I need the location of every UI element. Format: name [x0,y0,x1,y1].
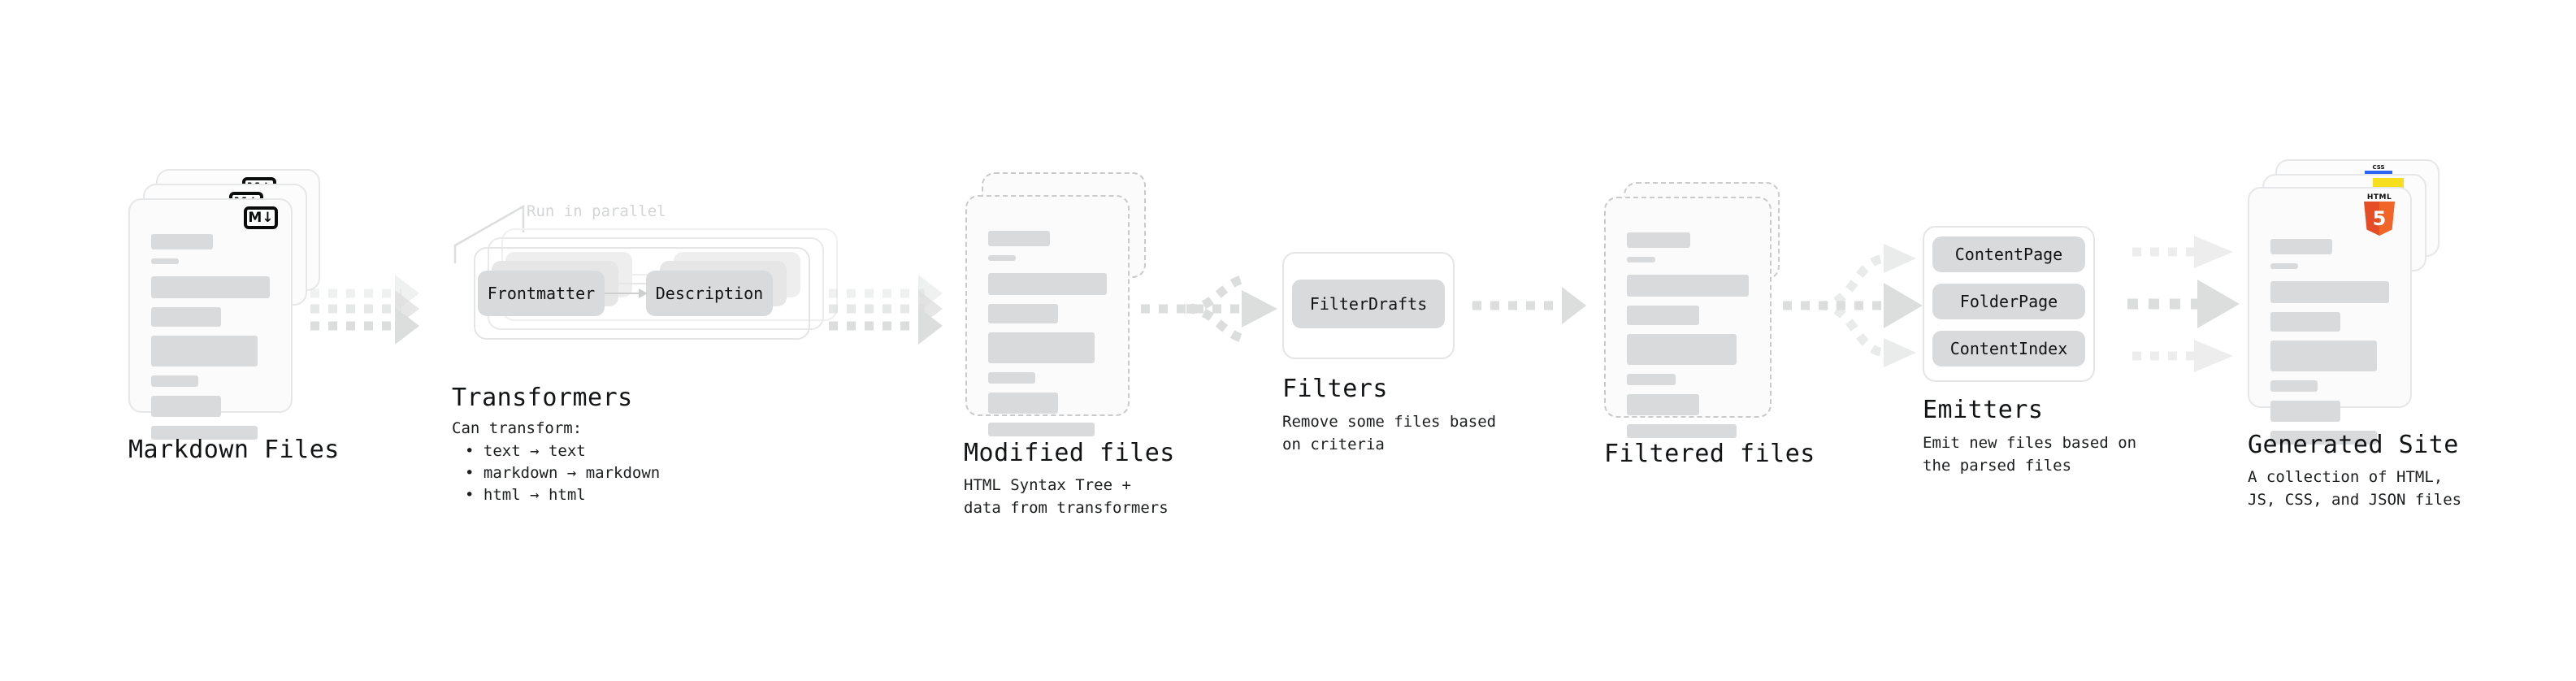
emitters-pill-contentindex[interactable]: ContentIndex [1932,331,2085,367]
filters-box [1282,252,1455,359]
emitters-desc: Emit new files based on the parsed files [1923,434,2137,475]
transformer-pill-frontmatter[interactable]: Frontmatter [478,271,605,316]
transformer-pill-description[interactable]: Description [646,271,773,316]
arrow-transformers-to-modified [829,274,959,345]
markdown-files-title: Markdown Files [128,436,340,464]
transformers-bullet-1: • markdown → markdown [465,464,661,482]
arrow-emitters-to-site [2113,234,2259,374]
emitters-pill-contentpage[interactable]: ContentPage [1932,236,2085,272]
arrow-filters-to-filtered [1472,286,1602,325]
emitters-title: Emitters [1923,396,2044,424]
run-in-parallel-bracket [453,204,525,263]
markdown-icon: M↓ [244,206,278,229]
transformers-desc-lead: Can transform: [452,419,583,437]
filtered-skeleton-bars [1627,232,1749,447]
html5-icon: HTML 5 [2361,193,2398,237]
modified-skeleton-bars [988,231,1107,445]
filters-desc: Remove some files based on criteria [1282,413,1497,453]
modified-files-title: Modified files [964,439,1175,467]
run-in-parallel-label: Run in parallel [527,202,666,220]
filters-title: Filters [1282,375,1388,403]
modified-card-front [965,195,1130,436]
arrow-modified-to-filters [1138,258,1284,359]
site-skeleton-bars [2270,239,2389,453]
markdown-card-front [128,198,293,440]
filters-pill-filterdrafts[interactable]: FilterDrafts [1292,280,1445,328]
generated-site-title: Generated Site [2248,431,2459,459]
filtered-card-front [1604,197,1772,438]
emitters-pill-folderpage[interactable]: FolderPage [1932,284,2085,319]
transformer-layer-front [474,247,810,340]
transformers-bullet-0: • text → text [465,442,586,460]
emitters-box [1923,226,2095,382]
markdown-skeleton-bars [151,234,270,449]
arrow-filtered-to-emitters [1781,237,1929,374]
css-icon: CSS [2365,164,2392,177]
generated-site-desc: A collection of HTML, JS, CSS, and JSON … [2248,468,2462,509]
arrow-markdown-to-transformers [310,274,432,345]
modified-files-desc: HTML Syntax Tree + data from transformer… [964,476,1169,517]
transformers-bullet-2: • html → html [465,486,586,504]
filtered-files-title: Filtered files [1604,440,1815,468]
transformer-arrow-front [605,271,652,316]
transformers-title: Transformers [452,384,633,412]
